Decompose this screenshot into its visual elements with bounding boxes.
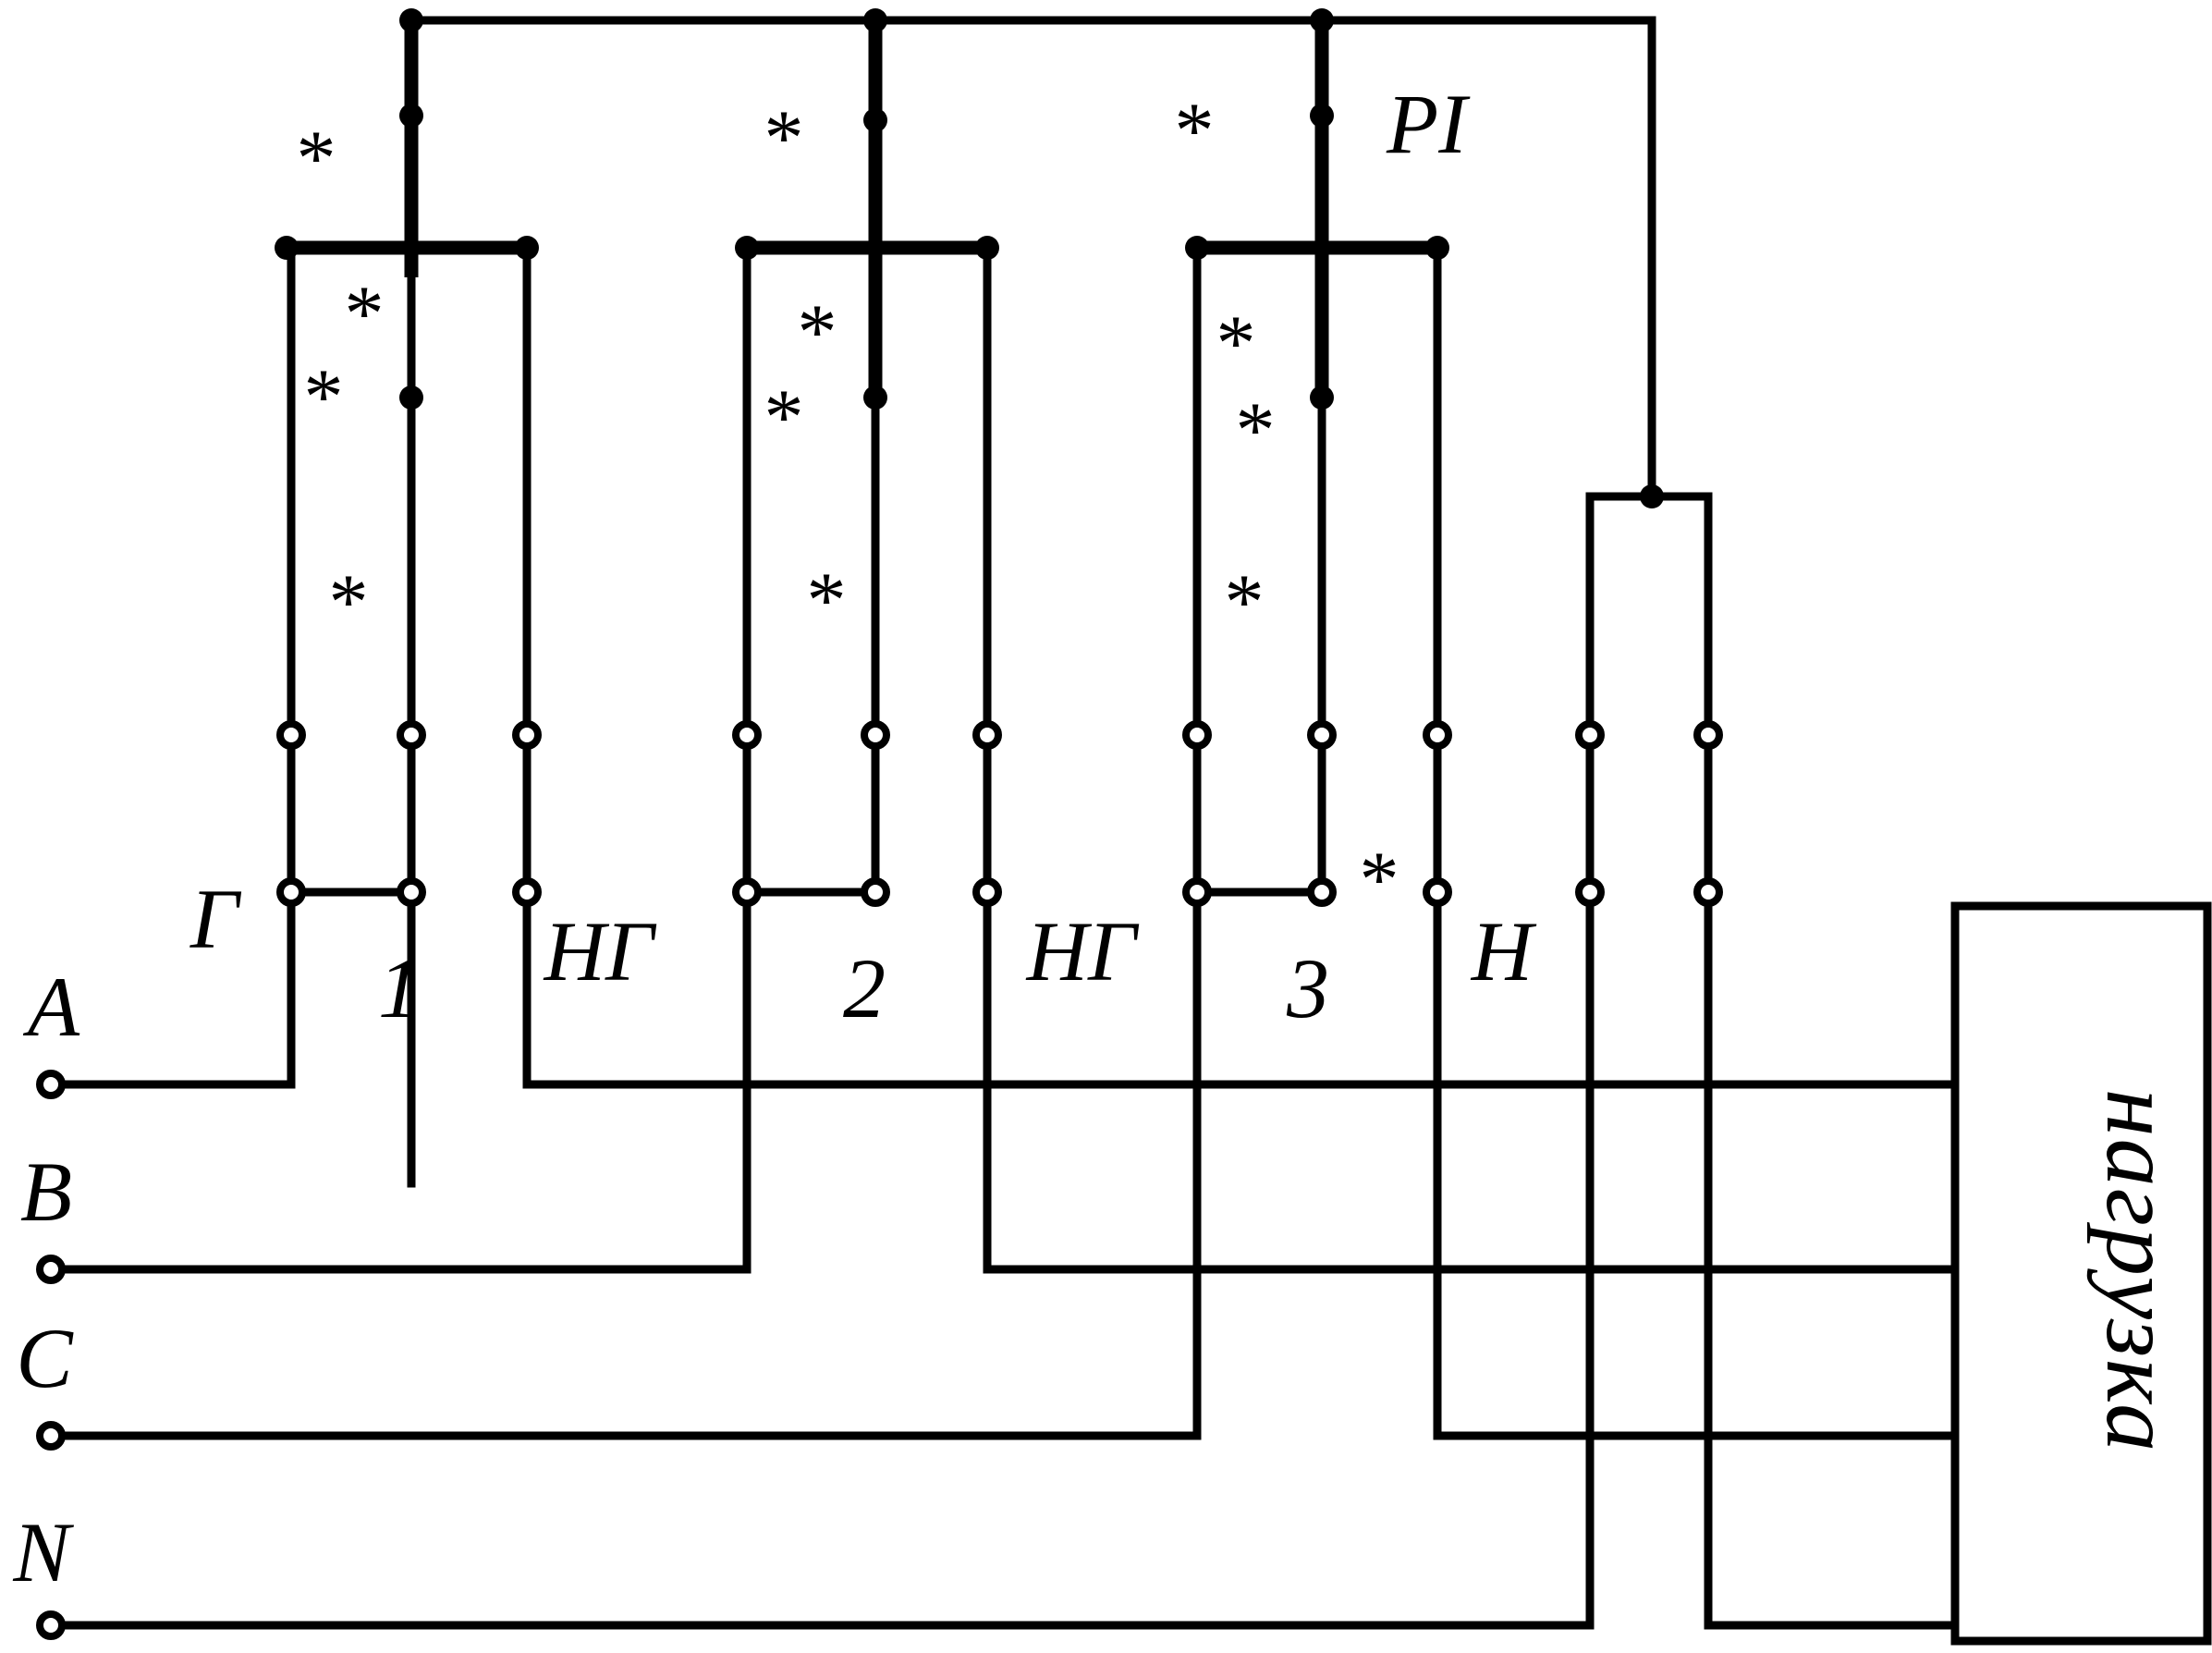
phase-label-n: N: [12, 1505, 74, 1599]
phase-b-wire: [46, 888, 752, 1274]
load-a-wire: [522, 888, 1960, 1089]
terminal-label-n: Н: [1471, 904, 1537, 998]
supply-terminals: [36, 1070, 66, 1640]
phase-wiring: [46, 888, 1960, 1630]
polarity-marks: * * * * * * * * * * * * *: [297, 86, 1399, 924]
polarity-mark: *: [1175, 86, 1215, 175]
terminal-label-1: 1: [378, 941, 421, 1035]
polarity-mark: *: [764, 93, 804, 182]
neutral-wire: [46, 888, 1595, 1630]
load-box: [1950, 901, 2212, 1646]
top-voltage-bus: [407, 16, 1656, 1188]
junction-dots: [275, 8, 1664, 508]
polarity-mark: *: [807, 556, 847, 644]
phase-label-b: B: [20, 1145, 72, 1239]
terminal-label-gen: Г: [189, 872, 242, 966]
phase-c-wire: [46, 888, 1202, 1440]
polarity-mark: *: [798, 288, 837, 376]
measuring-element-3: [1192, 20, 1442, 897]
load-label: нагрузка: [2086, 1089, 2193, 1453]
terminal-label-ng1: НГ: [544, 904, 657, 998]
terminal-label-2: 2: [843, 941, 886, 1035]
polarity-mark: *: [1216, 299, 1256, 387]
load-n-wire: [1704, 888, 1960, 1630]
terminal-label-3: 3: [1286, 941, 1329, 1035]
terminal-clamps: [276, 720, 1723, 907]
polarity-mark: *: [764, 373, 804, 461]
polarity-mark: *: [345, 269, 385, 358]
phase-a-wire: [46, 888, 296, 1089]
polarity-mark: *: [1225, 557, 1265, 646]
phase-label-a: A: [22, 960, 80, 1054]
phase-label-c: C: [16, 1311, 74, 1405]
neutral-loop: [1585, 492, 1713, 897]
load-b-wire: [983, 888, 1960, 1274]
polarity-mark: *: [1360, 835, 1399, 924]
polarity-mark: *: [304, 352, 344, 441]
load-c-wire: [1433, 888, 1960, 1440]
polarity-mark: *: [1236, 386, 1276, 474]
polarity-mark: *: [297, 114, 336, 202]
measuring-element-2: [742, 20, 992, 897]
terminal-label-ng2: НГ: [1026, 904, 1140, 998]
measuring-element-1: [287, 20, 532, 897]
polarity-mark: *: [329, 557, 369, 646]
device-label: PI: [1386, 77, 1471, 171]
